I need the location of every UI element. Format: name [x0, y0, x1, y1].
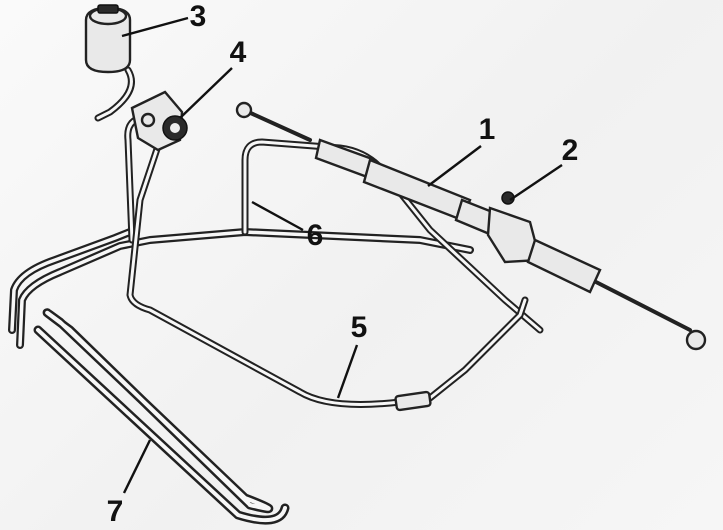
callout-leader-2: [509, 164, 563, 201]
callout-label-2: 2: [562, 134, 579, 167]
tie-rod-end-right: [685, 329, 707, 351]
callout-layer: 1 2 34 5 6 7: [107, 0, 579, 528]
callout-label-3: 3: [190, 0, 207, 33]
tie-rod-end-left: [235, 101, 253, 119]
reservoir-cap-icon: [97, 4, 119, 14]
steering-pump: [130, 90, 188, 152]
callout-leader-6: [251, 200, 304, 232]
callout-leader-7: [122, 439, 152, 494]
callout-label-5: 5: [351, 311, 368, 344]
rack-boot-right: [526, 238, 602, 294]
callout-label-4: 4: [230, 36, 247, 69]
callout-label-7: 7: [107, 495, 124, 528]
callout-label-6: 6: [307, 219, 324, 252]
cooling-loop-pipe: [33, 308, 290, 525]
pressure-hose-5: [126, 136, 529, 412]
steering-rack: [235, 101, 707, 351]
callout-leader-5: [336, 344, 359, 399]
callout-leader-3: [121, 16, 189, 38]
valve-housing: [486, 206, 542, 264]
callout-leader-1: [427, 145, 482, 187]
callout-label-1: 1: [479, 113, 496, 146]
callout-leader-4: [179, 67, 233, 119]
return-lines: [8, 228, 474, 349]
fluid-reservoir: [84, 4, 135, 122]
hose-clamp: [394, 390, 432, 412]
